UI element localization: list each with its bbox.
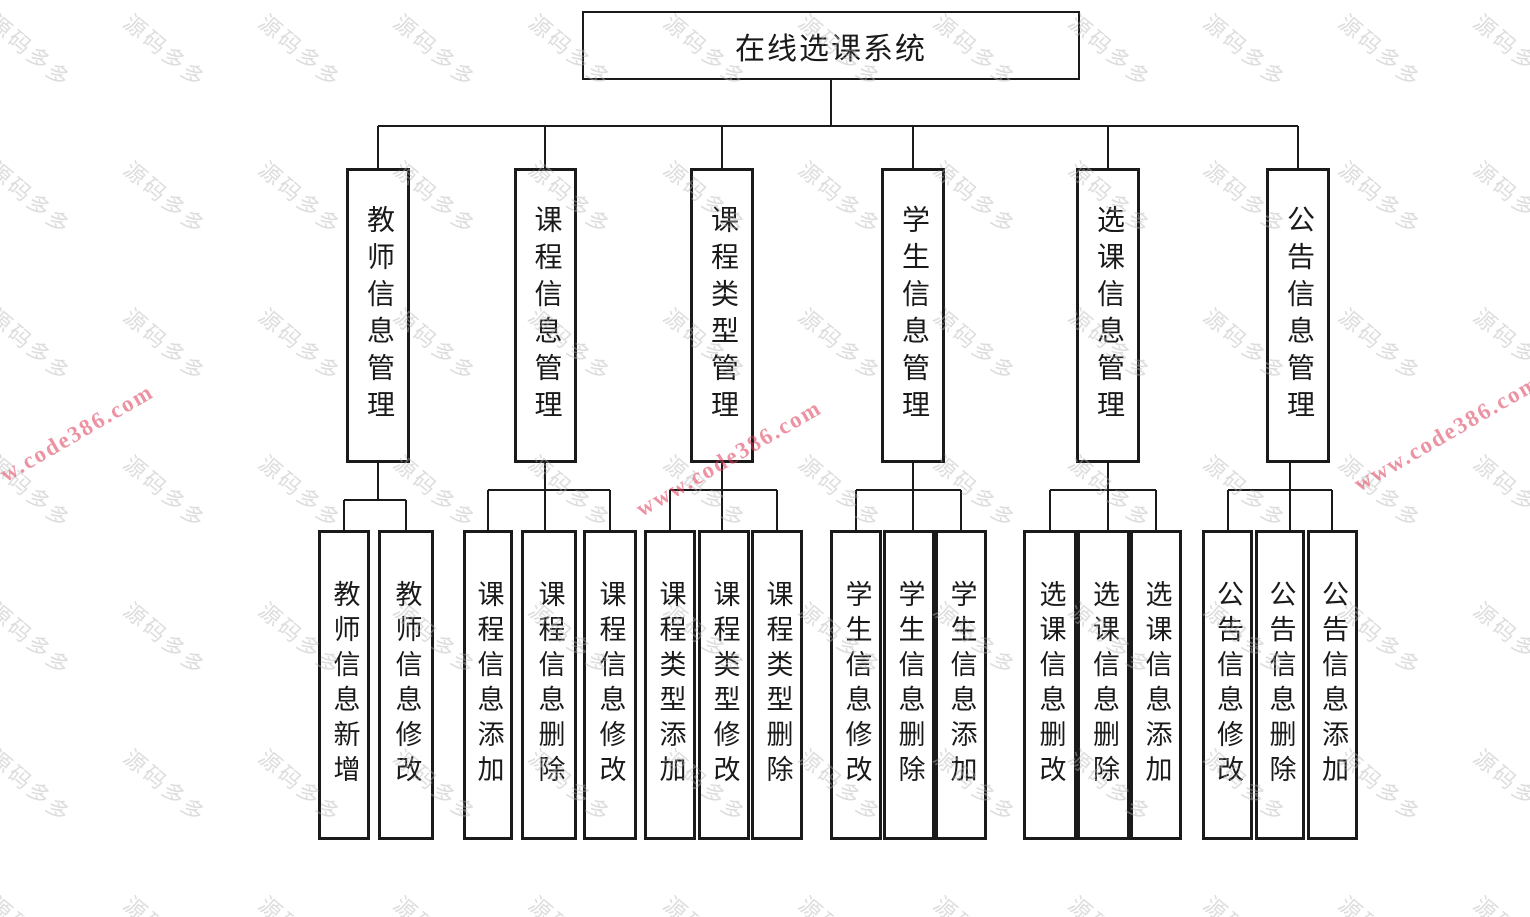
leaf-label: 课程信息添加 [473,580,504,790]
leaf-label: 课程类型删除 [762,580,793,790]
leaf-node: 公告信息添加 [1307,530,1358,840]
leaf-label: 课程类型添加 [655,580,686,790]
leaf-node: 课程类型删除 [751,530,803,840]
leaf-label: 公告信息删除 [1265,580,1296,790]
leaf-label: 教师信息新增 [329,580,360,790]
branch-label: 课程信息管理 [530,204,562,427]
branch-node-course-type: 课程类型管理 [690,168,754,463]
branch-label: 教师信息管理 [363,204,394,427]
leaf-node: 选课信息删改 [1023,530,1077,840]
leaf-node: 学生信息修改 [830,530,882,840]
leaf-node: 课程类型修改 [698,530,750,840]
leaf-label: 公告信息修改 [1213,580,1243,790]
branch-label: 公告信息管理 [1283,204,1314,427]
leaf-node: 课程信息添加 [463,530,513,840]
leaf-node: 课程信息删除 [521,530,577,840]
leaf-label: 学生信息修改 [841,580,872,790]
branch-node-course-selection: 选课信息管理 [1076,168,1140,463]
leaf-node: 公告信息修改 [1202,530,1253,840]
leaf-label: 课程信息删除 [534,580,565,790]
leaf-node: 教师信息修改 [378,530,434,840]
root-node: 在线选课系统 [582,11,1080,80]
leaf-node: 选课信息添加 [1130,530,1182,840]
branch-node-course-info: 课程信息管理 [514,168,577,463]
leaf-label: 教师信息修改 [391,580,422,790]
branch-node-announcement: 公告信息管理 [1266,168,1330,463]
leaf-label: 学生信息添加 [946,580,977,790]
leaf-node: 公告信息删除 [1255,530,1305,840]
branch-node-student-info: 学生信息管理 [881,168,945,463]
leaf-label: 课程类型修改 [709,580,740,790]
leaf-node: 课程信息修改 [583,530,637,840]
branch-label: 学生信息管理 [898,204,929,427]
branch-label: 选课信息管理 [1093,204,1124,427]
leaf-node: 课程类型添加 [644,530,696,840]
leaf-node: 学生信息删除 [883,530,935,840]
leaf-node: 教师信息新增 [318,530,370,840]
branch-label: 课程类型管理 [707,204,738,427]
leaf-label: 选课信息删改 [1035,580,1066,790]
leaf-node: 学生信息添加 [935,530,987,840]
root-label: 在线选课系统 [735,32,927,66]
leaf-label: 公告信息添加 [1318,580,1348,790]
leaf-node: 选课信息删除 [1077,530,1130,840]
leaf-label: 课程信息修改 [595,580,626,790]
leaf-label: 学生信息删除 [894,580,925,790]
leaf-label: 选课信息删除 [1089,580,1119,790]
leaf-label: 选课信息添加 [1141,580,1172,790]
branch-node-teacher-info: 教师信息管理 [346,168,410,463]
